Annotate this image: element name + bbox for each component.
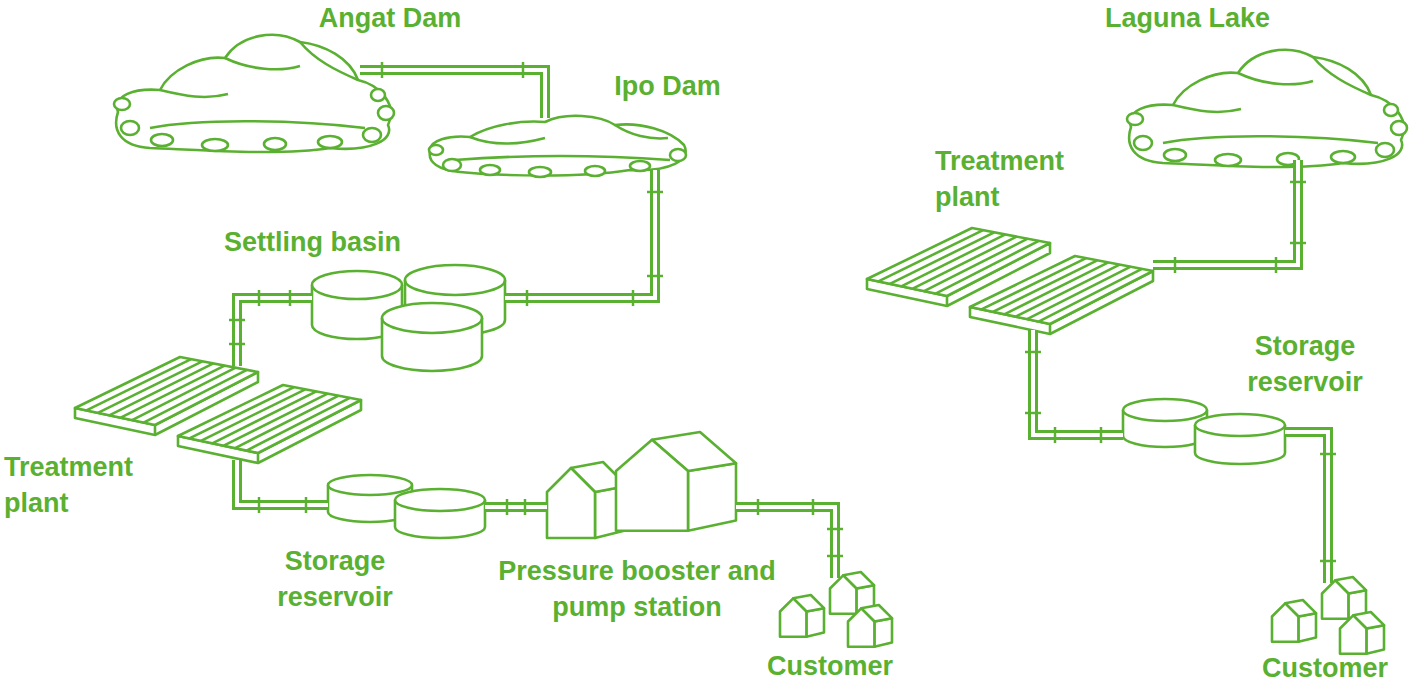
pipe-joint — [827, 555, 843, 558]
dam-node: Ipo Dam — [428, 118, 690, 170]
settling-basin-node: Settling basin — [312, 262, 505, 358]
pipe-joint — [506, 499, 509, 515]
pipe-joint — [289, 290, 292, 306]
customer-node: Customer — [1270, 583, 1384, 652]
treatment-plant-illustration — [75, 357, 361, 463]
pipe-joint — [1054, 427, 1057, 443]
pipe-inner — [505, 170, 655, 298]
pipe-inner — [1153, 160, 1298, 265]
pipe-joint — [1025, 412, 1041, 415]
customer-houses-illustration — [1272, 577, 1384, 654]
pipe-joint — [647, 191, 663, 194]
dam-label: Ipo Dam — [600, 68, 735, 104]
dam-illustration — [429, 116, 686, 177]
water-pipe — [237, 460, 328, 513]
pipe-inner — [485, 505, 547, 509]
pipe-inner — [237, 460, 328, 505]
pipe-joint — [1174, 257, 1177, 273]
settling-basin-label: Settling basin — [205, 224, 420, 260]
storage-reservoir-illustration — [1123, 399, 1285, 464]
storage-reservoir-illustration — [328, 475, 485, 538]
pump-station-node: Pressure booster and pump station — [547, 432, 736, 535]
water-pipe — [505, 170, 663, 306]
pipe-inner — [360, 70, 545, 118]
lake-label: Laguna Lake — [1100, 0, 1275, 36]
treatment-plant-label: Treatment plant — [935, 143, 1100, 215]
water-pipe — [485, 499, 547, 515]
pipe-outline — [505, 170, 655, 298]
customer-node: Customer — [778, 578, 890, 650]
pipe-inner — [237, 298, 312, 366]
pipe-outline — [1033, 330, 1123, 435]
pipe-joint — [827, 528, 843, 531]
water-pipe — [360, 62, 545, 118]
treatment-plant-node: Treatment plant — [867, 228, 1153, 330]
customer-houses-illustration — [780, 572, 892, 647]
pipe-joint — [229, 319, 245, 322]
lake-node: Laguna Lake — [1125, 45, 1400, 160]
pipe-joint — [258, 497, 261, 513]
pump-station-label: Pressure booster and pump station — [492, 553, 782, 625]
dam-label: Angat Dam — [305, 0, 475, 36]
pipe-joint — [1025, 351, 1041, 354]
water-pipe — [1153, 160, 1306, 273]
dam-node: Angat Dam — [112, 30, 360, 155]
storage-reservoir-label: Storage reservoir — [1240, 328, 1370, 400]
pipe-joint — [524, 499, 527, 515]
storage-reservoir-label: Storage reservoir — [270, 543, 400, 615]
water-pipe — [1025, 330, 1123, 443]
pipe-joint — [229, 343, 245, 346]
pipe-joint — [757, 499, 760, 515]
pipe-joint — [1290, 242, 1306, 245]
pipe-outline — [237, 460, 328, 505]
pipe-outline — [1153, 160, 1298, 265]
pipe-joint — [1290, 181, 1306, 184]
customer-label: Customer — [1250, 650, 1400, 686]
pump-station-illustration — [547, 432, 736, 538]
treatment-plant-illustration — [867, 228, 1153, 334]
treatment-plant-label: Treatment plant — [4, 449, 164, 521]
pipe-joint — [526, 290, 529, 306]
pipe-joint — [1320, 453, 1336, 456]
pipe-joint — [1320, 560, 1336, 563]
water-pipe — [1285, 432, 1336, 583]
pipe-outline — [360, 70, 545, 118]
treatment-plant-node: Treatment plant — [72, 366, 362, 460]
pipe-joint — [812, 499, 815, 515]
pipe-joint — [632, 290, 635, 306]
pipe-joint — [522, 62, 525, 78]
customer-label: Customer — [755, 648, 905, 684]
storage-reservoir-node: Storage reservoir — [328, 474, 485, 532]
pipe-joint — [258, 290, 261, 306]
pipe-joint — [647, 275, 663, 278]
pipe-outline — [485, 502, 547, 512]
pipe-joint — [305, 497, 308, 513]
pipe-inner — [1033, 330, 1123, 435]
lake-illustration — [1127, 50, 1407, 167]
storage-reservoir-node: Storage reservoir — [1123, 399, 1285, 467]
dam-illustration — [114, 35, 394, 152]
pipe-outline — [237, 298, 312, 366]
settling-basin-illustration — [312, 265, 505, 371]
water-pipe — [229, 290, 312, 366]
pipe-joint — [1100, 427, 1103, 443]
pipe-joint — [381, 62, 384, 78]
pipe-joint — [1275, 257, 1278, 273]
